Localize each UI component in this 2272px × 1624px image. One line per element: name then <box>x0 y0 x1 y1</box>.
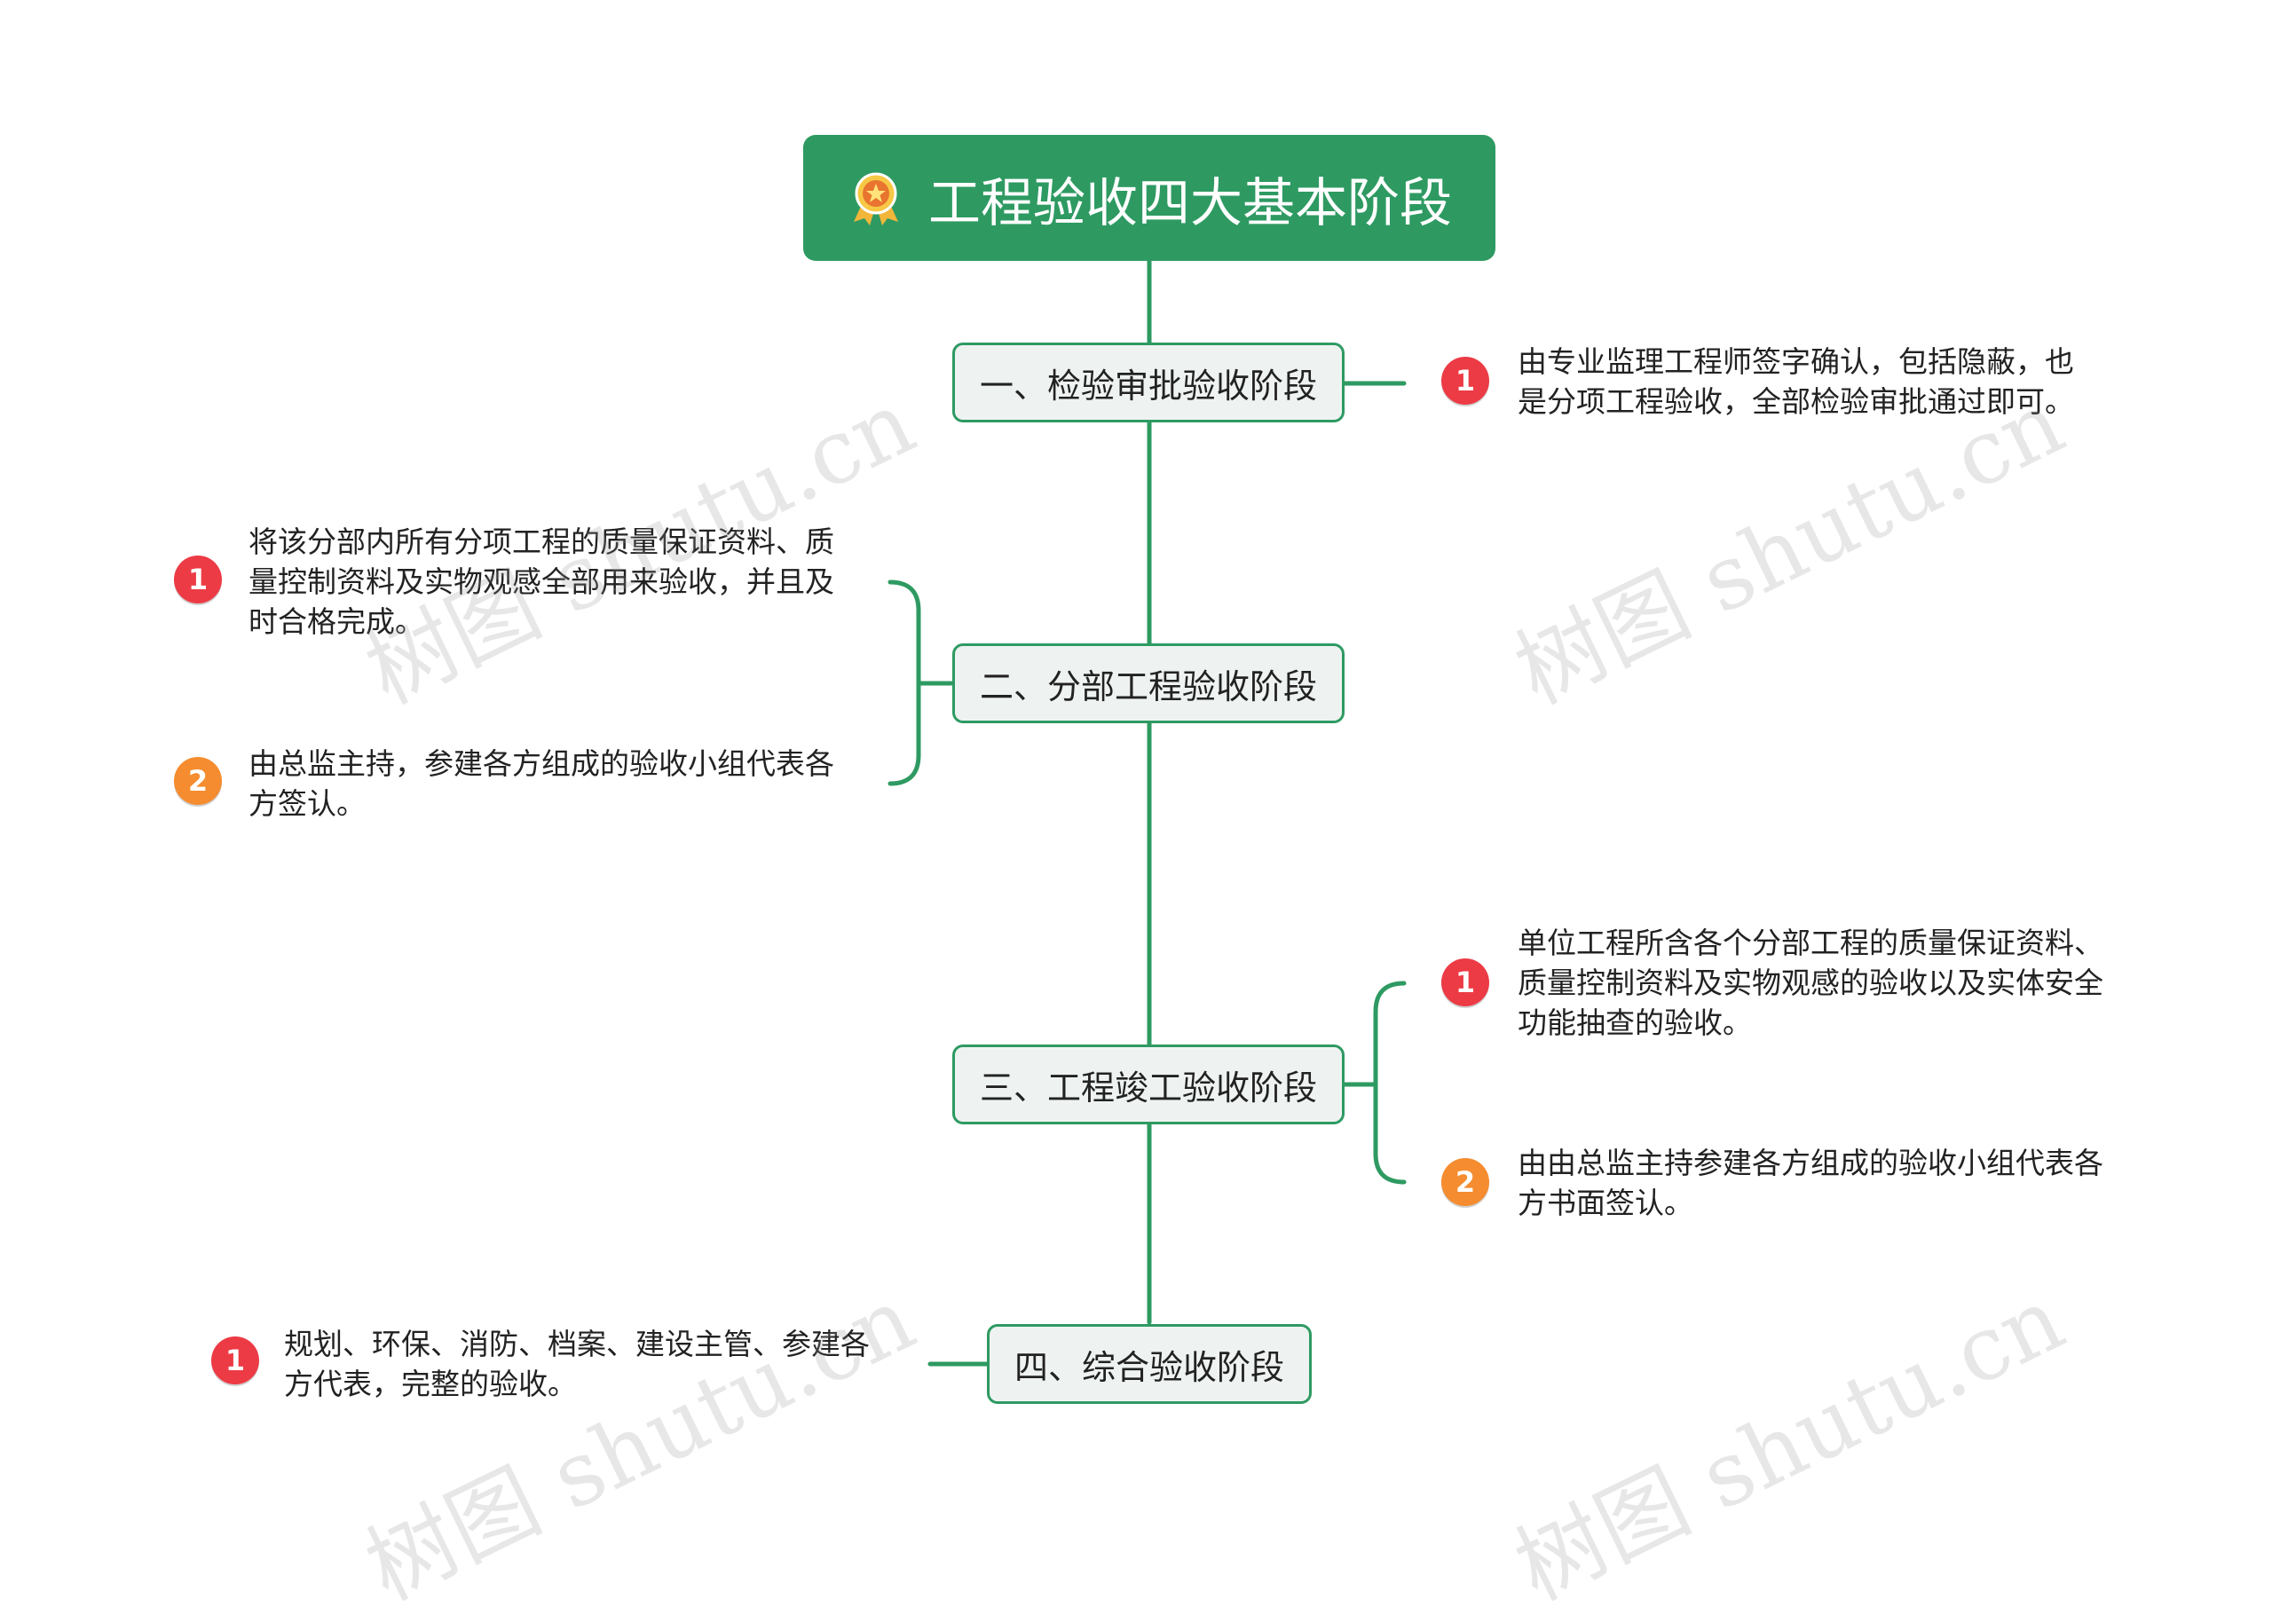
leaf-note-1-1[interactable]: 由专业监理工程师签字确认，包括隐蔽，也 是分项工程验收，全部检验审批通过即可。 <box>1518 342 2074 422</box>
priority-1-marker: 1 <box>1441 357 1489 405</box>
leaf-line: 方签认。 <box>248 786 366 821</box>
leaf-line: 由专业监理工程师签字确认，包括隐蔽，也 <box>1518 344 2074 379</box>
leaf-line: 规划、环保、消防、档案、建设主管、参建各 <box>284 1327 870 1361</box>
award-badge-icon <box>853 172 898 225</box>
leaf-line: 功能抽查的验收。 <box>1518 1005 1752 1040</box>
leaf-line: 时合格完成。 <box>248 604 424 639</box>
leaf-line: 由总监主持，参建各方组成的验收小组代表各 <box>248 746 834 781</box>
branch-node-1[interactable]: 一、检验审批验收阶段 <box>952 343 1345 422</box>
leaf-note-2-2[interactable]: 由总监主持，参建各方组成的验收小组代表各 方签认。 <box>248 744 834 824</box>
connector-lines <box>888 258 1407 1367</box>
root-topic[interactable]: 工程验收四大基本阶段 <box>803 135 1495 261</box>
leaf-line: 由由总监主持参建各方组成的验收小组代表各 <box>1518 1146 2103 1180</box>
branch-node-4[interactable]: 四、综合验收阶段 <box>987 1324 1312 1404</box>
priority-2-marker: 2 <box>1441 1158 1489 1206</box>
branch-label: 一、检验审批验收阶段 <box>979 366 1317 406</box>
leaf-note-4-1[interactable]: 规划、环保、消防、档案、建设主管、参建各 方代表，完整的验收。 <box>284 1324 870 1404</box>
leaf-note-3-2[interactable]: 由由总监主持参建各方组成的验收小组代表各 方书面签认。 <box>1518 1143 2103 1223</box>
leaf-line: 方代表，完整的验收。 <box>284 1367 577 1401</box>
branch-label: 四、综合验收阶段 <box>1014 1347 1284 1387</box>
leaf-line: 单位工程所含各个分部工程的质量保证资料、 <box>1518 926 2103 960</box>
bracket-branch-3 <box>1373 981 1407 1185</box>
branch-label: 二、分部工程验收阶段 <box>979 666 1317 706</box>
leaf-line: 质量控制资料及实物观感的验收以及实体安全 <box>1518 966 2103 1000</box>
leaf-line: 量控制资料及实物观感全部用来验收，并且及 <box>248 564 834 599</box>
priority-2-marker: 2 <box>174 757 222 805</box>
branch-label: 三、工程竣工验收阶段 <box>979 1068 1317 1108</box>
branch-node-3[interactable]: 三、工程竣工验收阶段 <box>952 1045 1345 1124</box>
priority-1-marker: 1 <box>1441 958 1489 1006</box>
bracket-branch-2 <box>888 579 921 786</box>
leaf-note-2-1[interactable]: 将该分部内所有分项工程的质量保证资料、质 量控制资料及实物观感全部用来验收，并且… <box>248 522 834 642</box>
priority-1-marker: 1 <box>174 556 222 603</box>
leaf-line: 是分项工程验收，全部检验审批通过即可。 <box>1518 384 2074 419</box>
root-title: 工程验收四大基本阶段 <box>927 171 1452 233</box>
branch-node-2[interactable]: 二、分部工程验收阶段 <box>952 643 1345 723</box>
leaf-line: 将该分部内所有分项工程的质量保证资料、质 <box>248 524 834 559</box>
leaf-note-3-1[interactable]: 单位工程所含各个分部工程的质量保证资料、 质量控制资料及实物观感的验收以及实体安… <box>1518 923 2103 1043</box>
priority-1-marker: 1 <box>211 1336 259 1384</box>
leaf-line: 方书面签认。 <box>1518 1186 1693 1220</box>
